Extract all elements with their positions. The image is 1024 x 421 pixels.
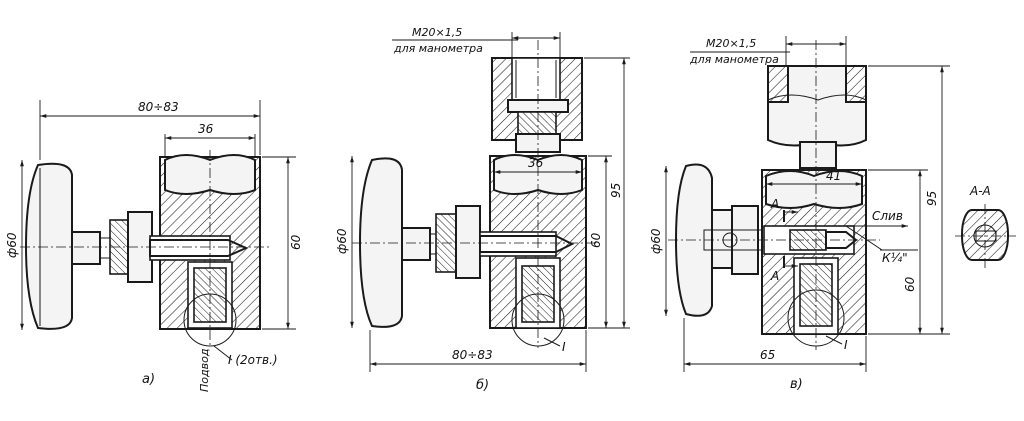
view-a: 80÷83 36 60 ф60 Подвод I (2отв.) а) xyxy=(5,100,303,392)
view-b-caption: б) xyxy=(476,378,489,393)
view-b-dim-body: 36 xyxy=(528,156,544,170)
view-c-section-mark-bottom: А xyxy=(770,269,779,283)
view-a-dim-height: 60 xyxy=(289,234,303,250)
view-a-hole-note: I (2отв.) xyxy=(228,353,278,367)
view-c-dim-body: 41 xyxy=(826,169,841,183)
view-c-dim-height-total: 95 xyxy=(925,191,939,206)
view-c-drain-label: Слив xyxy=(872,209,903,223)
section-label: А-А xyxy=(969,184,991,198)
view-c: А А М20×1,5 для манометра 41 Слив К¼" 60… xyxy=(649,36,950,392)
view-b-dim-height-total: 95 xyxy=(609,183,623,198)
view-b-dim-height-body: 60 xyxy=(589,232,603,248)
view-b-dim-overall: 80÷83 xyxy=(452,348,493,362)
view-c-thread-label: М20×1,5 xyxy=(706,37,756,50)
view-c-dim-height-body: 60 xyxy=(903,276,917,292)
view-a-dim-body: 36 xyxy=(198,122,214,136)
view-a-inlet-label: Подвод xyxy=(198,349,211,392)
view-c-dim-handwheel: ф60 xyxy=(649,228,663,254)
view-c-drain-thread: К¼" xyxy=(882,251,908,265)
handwheel-b xyxy=(358,157,403,328)
view-a-dim-overall: 80÷83 xyxy=(138,100,179,114)
view-b: М20×1,5 для манометра 36 60 95 ф60 80÷83… xyxy=(335,26,630,393)
view-c-dim-overall: 65 xyxy=(760,348,775,362)
view-c-caption: в) xyxy=(790,377,803,392)
view-c-section-mark-top: А xyxy=(770,197,779,211)
view-c-thread-note: для манометра xyxy=(689,53,779,66)
section-a-a: А-А xyxy=(955,184,1016,268)
view-b-detail-mark: I xyxy=(562,340,566,354)
view-c-detail-mark: I xyxy=(844,338,848,352)
view-b-thread-label: М20×1,5 xyxy=(412,26,462,39)
view-a-caption: а) xyxy=(142,372,155,387)
view-b-thread-note: для манометра xyxy=(393,42,483,55)
handwheel-a xyxy=(24,162,73,330)
view-a-dim-handwheel: ф60 xyxy=(5,232,19,258)
view-b-dim-handwheel: ф60 xyxy=(335,228,349,254)
